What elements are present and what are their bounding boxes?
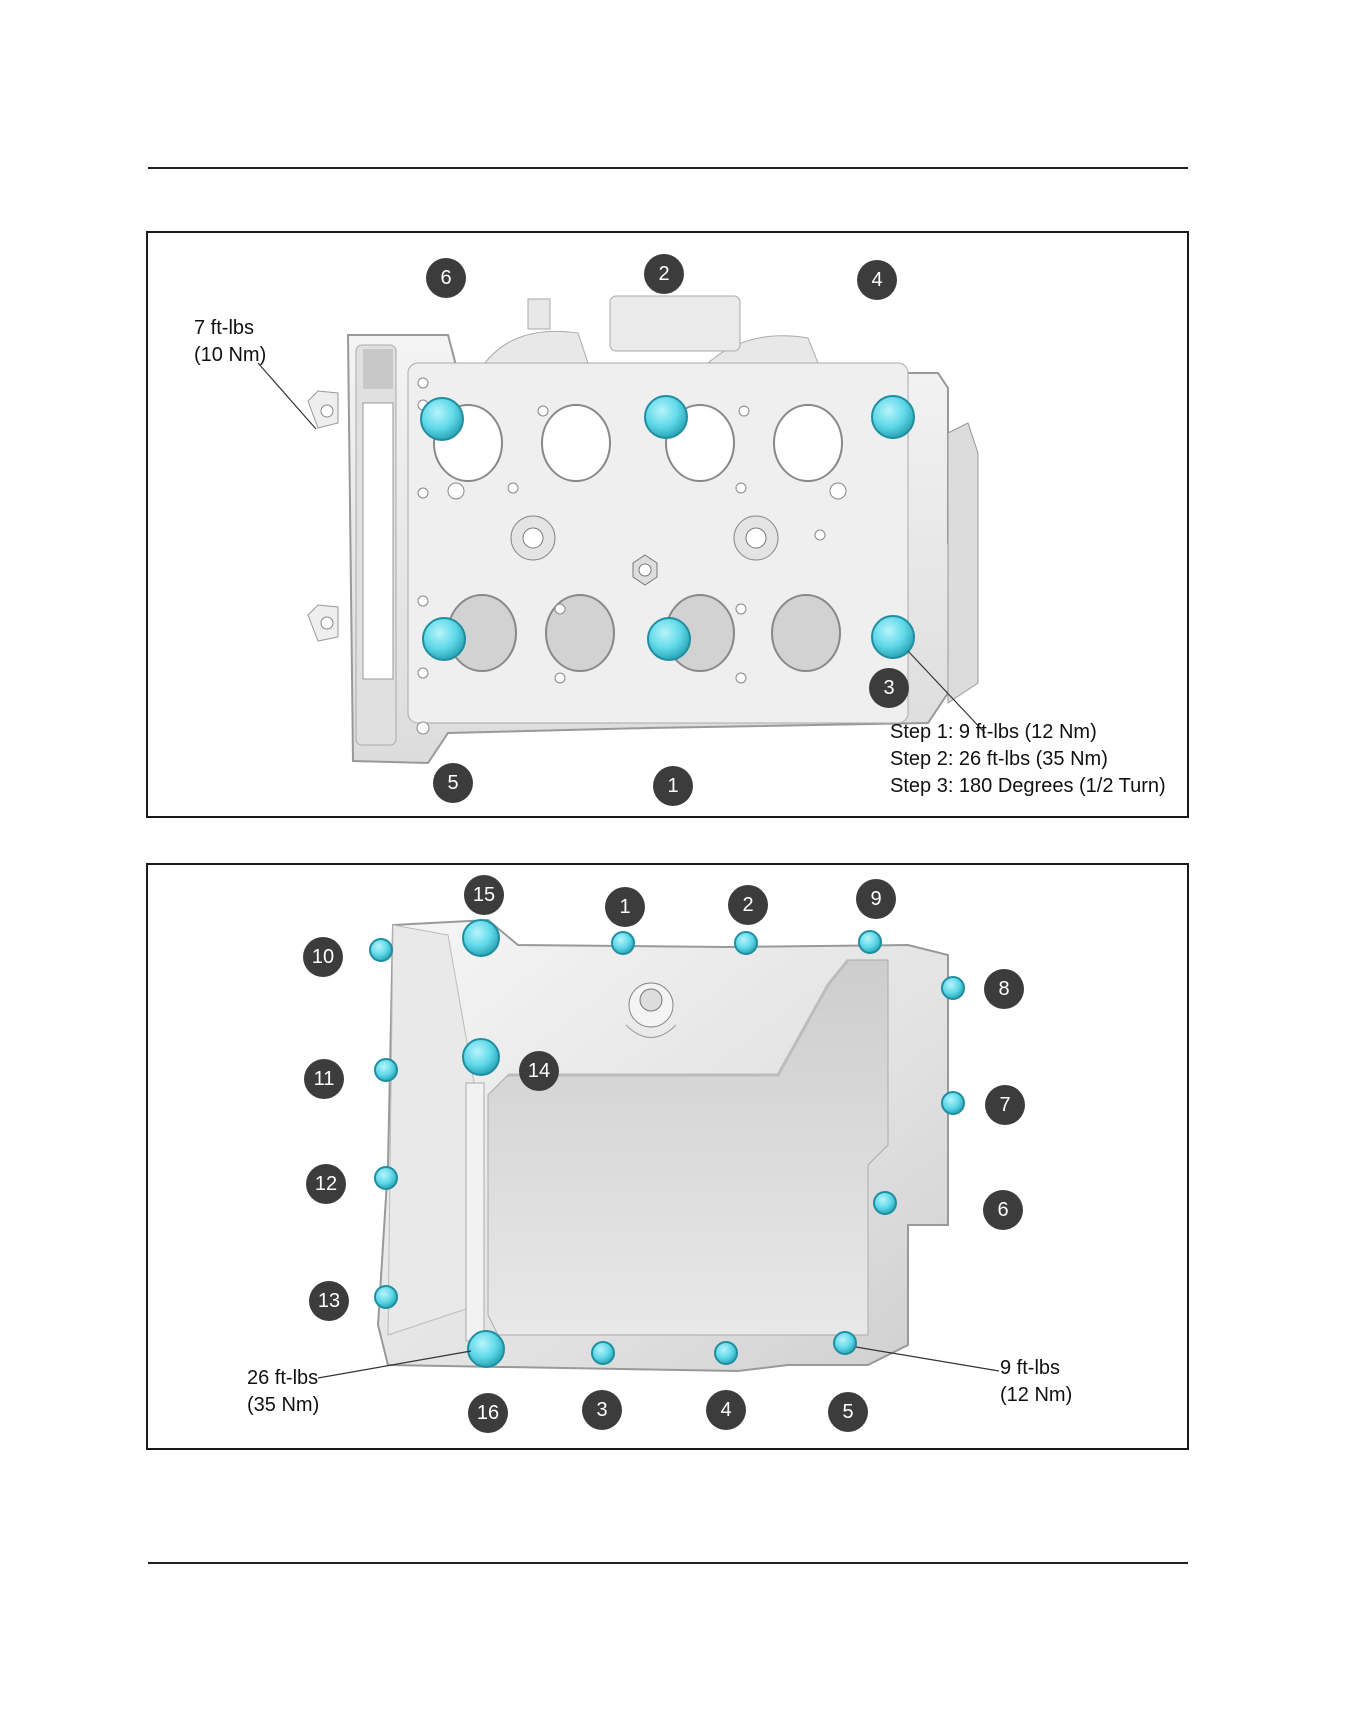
pan-bolt-11: [375, 1059, 397, 1081]
sequence-badge-16: 16: [468, 1393, 508, 1433]
sequence-badge-4: 4: [706, 1390, 746, 1430]
footer-rule: [148, 1562, 1188, 1564]
sequence-badge-6: 6: [983, 1190, 1023, 1230]
pan-bolt-13: [375, 1286, 397, 1308]
pan-bolt-12: [375, 1167, 397, 1189]
pan-bolt-5: [834, 1332, 856, 1354]
pan-bolt-6: [874, 1192, 896, 1214]
torque-step-1: Step 1: 9 ft-lbs (12 Nm): [890, 719, 1166, 746]
torque-value-nm: (10 Nm): [194, 342, 266, 369]
sequence-badge-13: 13: [309, 1281, 349, 1321]
head-bolt-2: [645, 396, 687, 438]
head-side-bolt-torque: 7 ft-lbs (10 Nm): [194, 315, 266, 369]
sequence-badge-5: 5: [828, 1392, 868, 1432]
pan-bolt-4: [715, 1342, 737, 1364]
torque-value-nm: (12 Nm): [1000, 1382, 1072, 1409]
sequence-badge-2: 2: [644, 254, 684, 294]
pan-large-bolt-torque: 26 ft-lbs (35 Nm): [247, 1365, 319, 1419]
torque-step-2: Step 2: 26 ft-lbs (35 Nm): [890, 746, 1166, 773]
pan-bolt-2: [735, 932, 757, 954]
torque-value-ftlbs: 26 ft-lbs: [247, 1365, 319, 1392]
sequence-badge-1: 1: [653, 766, 693, 806]
pan-bolt-1: [612, 932, 634, 954]
pan-bolt-16: [468, 1331, 504, 1367]
pan-bolt-3: [592, 1342, 614, 1364]
sequence-badge-2: 2: [728, 885, 768, 925]
sequence-badge-12: 12: [306, 1164, 346, 1204]
sequence-badge-11: 11: [304, 1059, 344, 1099]
pan-bolt-10: [370, 939, 392, 961]
sequence-badge-1: 1: [605, 887, 645, 927]
torque-step-3: Step 3: 180 Degrees (1/2 Turn): [890, 773, 1166, 800]
torque-value-nm: (35 Nm): [247, 1392, 319, 1419]
head-bolt-torque-steps: Step 1: 9 ft-lbs (12 Nm) Step 2: 26 ft-l…: [890, 719, 1166, 800]
pan-bolt-7: [942, 1092, 964, 1114]
sequence-badge-3: 3: [582, 1390, 622, 1430]
pan-small-bolt-torque: 9 ft-lbs (12 Nm): [1000, 1355, 1072, 1409]
sequence-badge-10: 10: [303, 937, 343, 977]
pan-bolt-14: [463, 1039, 499, 1075]
torque-value-ftlbs: 9 ft-lbs: [1000, 1355, 1072, 1382]
sequence-badge-8: 8: [984, 969, 1024, 1009]
oil-pan-panel: 26 ft-lbs (35 Nm) 9 ft-lbs (12 Nm) 15 1 …: [146, 863, 1189, 1450]
sequence-badge-9: 9: [856, 879, 896, 919]
sequence-badge-4: 4: [857, 260, 897, 300]
header-rule: [148, 167, 1188, 169]
pan-bolt-8: [942, 977, 964, 999]
torque-value-ftlbs: 7 ft-lbs: [194, 315, 266, 342]
sequence-badge-5: 5: [433, 763, 473, 803]
pan-bolt-15: [463, 920, 499, 956]
head-bolt-5: [423, 618, 465, 660]
head-bolt-1: [648, 618, 690, 660]
sequence-badge-3: 3: [869, 668, 909, 708]
sequence-badge-7: 7: [985, 1085, 1025, 1125]
sequence-badge-15: 15: [464, 875, 504, 915]
sequence-badge-6: 6: [426, 258, 466, 298]
head-bolt-6: [421, 398, 463, 440]
head-bolt-4: [872, 396, 914, 438]
head-bolt-3: [872, 616, 914, 658]
pan-bolt-9: [859, 931, 881, 953]
cylinder-head-panel: 7 ft-lbs (10 Nm) Step 1: 9 ft-lbs (12 Nm…: [146, 231, 1189, 818]
sequence-badge-14: 14: [519, 1051, 559, 1091]
